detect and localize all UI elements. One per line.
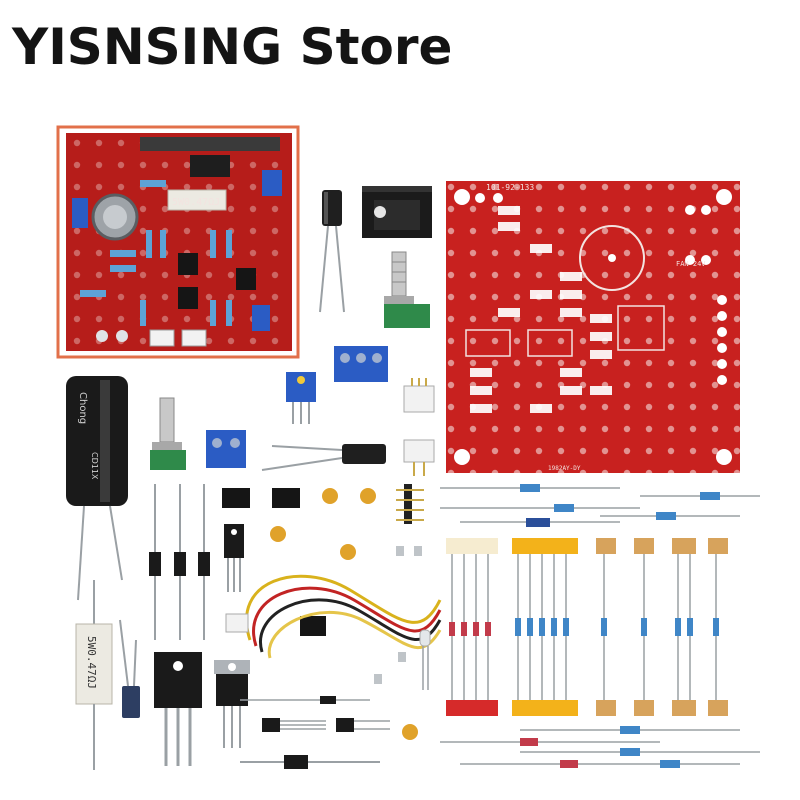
small-transistors (262, 718, 390, 732)
assembled-board-photo: 5W0.47ΩJ (56, 125, 300, 359)
small-capacitor (119, 619, 140, 718)
diodes (149, 484, 210, 640)
pcb-fan-label: FAN 24V (676, 260, 706, 268)
inset-resistor-label: 5W0.47ΩJ (172, 197, 220, 208)
to220-transistor (214, 660, 250, 748)
bare-pcb: 101-92-133 FAN 24V 1982AY-DY (446, 181, 740, 473)
connector-3pin (403, 378, 435, 413)
heatsink (362, 186, 432, 238)
screws (374, 546, 422, 684)
taped-component-strips (446, 538, 728, 716)
ic-chip-3 (300, 616, 326, 636)
pcb-date-code: 1982AY-DY (548, 465, 581, 472)
cement-resistor: 5W0.47ΩJ (75, 580, 113, 770)
terminal-block-3pin (334, 346, 388, 382)
wire-harness (225, 574, 442, 659)
store-title: YISNSING Store (12, 18, 453, 76)
power-transistor (154, 652, 202, 766)
potentiometer (384, 251, 430, 328)
ic-chip-2 (272, 488, 300, 508)
ic-chip-1 (222, 488, 250, 508)
connector-2pin (403, 439, 435, 476)
cap-brand-label: Chong (77, 392, 88, 424)
voltage-regulator (224, 524, 244, 592)
horizontal-capacitor (261, 444, 386, 471)
potentiometer-2 (150, 397, 186, 470)
horizontal-diodes (240, 696, 380, 769)
trimmer-potentiometer (286, 372, 316, 424)
pcb-board-id: 101-92-133 (486, 183, 534, 192)
large-electrolytic-capacitor: Chong CD11X (66, 376, 128, 601)
led (419, 629, 431, 690)
loose-resistors (440, 484, 760, 768)
cap-series-label: CD11X (90, 452, 99, 480)
pin-header (396, 484, 424, 524)
cement-resistor-label: 5W0.47ΩJ (85, 636, 98, 689)
small-electrolytic-capacitor (319, 190, 345, 313)
ceramic-capacitors (270, 488, 418, 740)
terminal-block-2pin (206, 430, 246, 468)
